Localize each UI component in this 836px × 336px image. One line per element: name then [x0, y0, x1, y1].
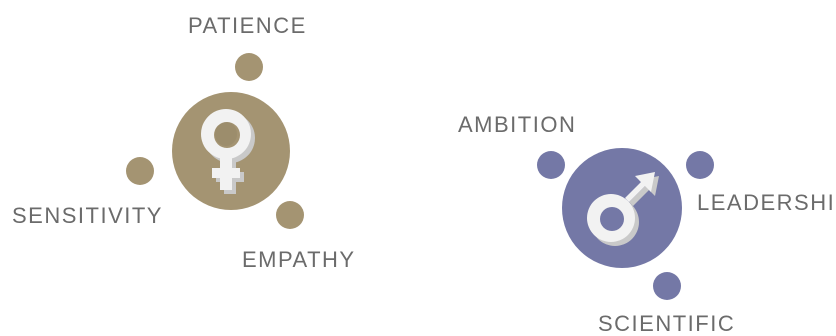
female-symbol-icon	[201, 109, 255, 194]
empathy-dot	[276, 201, 304, 229]
ambition-label: AMBITION	[458, 112, 577, 137]
ambition-dot	[537, 151, 565, 179]
leadership-label: LEADERSHIP	[697, 190, 836, 215]
scientific-dot	[653, 272, 681, 300]
patience-label: PATIENCE	[188, 13, 307, 38]
male-symbol-icon	[587, 172, 659, 246]
scientific-label: SCIENTIFIC	[598, 311, 736, 336]
empathy-label: EMPATHY	[242, 247, 356, 272]
sensitivity-dot	[126, 157, 154, 185]
patience-dot	[235, 53, 263, 81]
leadership-dot	[686, 151, 714, 179]
sensitivity-label: SENSITIVITY	[12, 203, 163, 228]
